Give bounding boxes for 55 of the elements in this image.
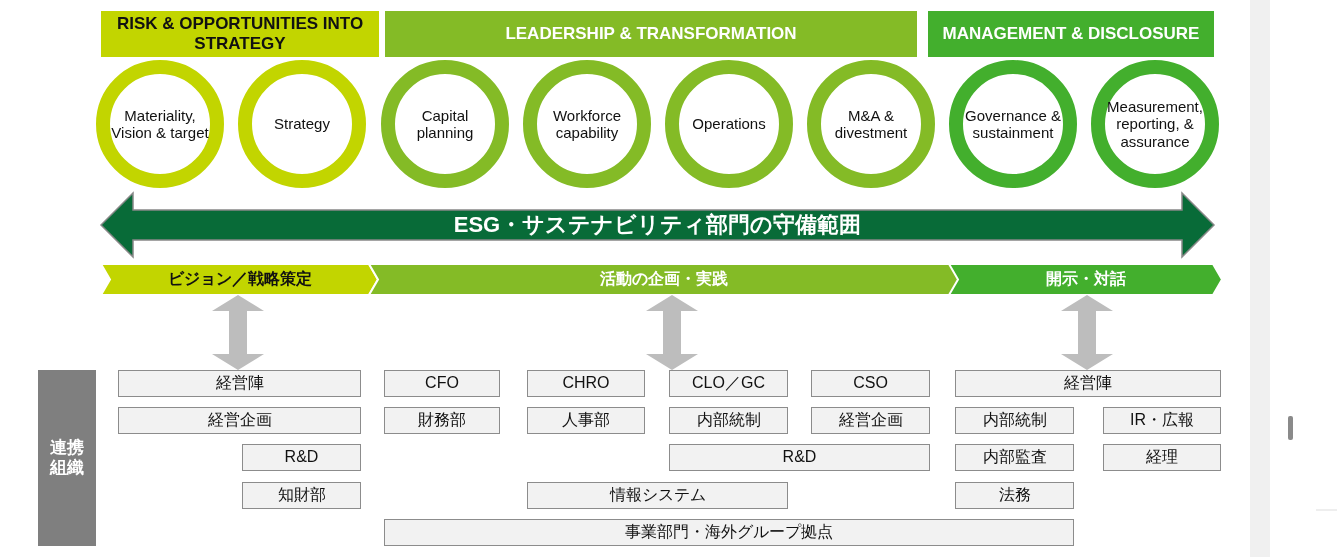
ring-circle bbox=[381, 60, 509, 188]
node-label: LEADERSHIP & TRANSFORMATION bbox=[505, 24, 797, 44]
node-label: Strategy bbox=[273, 115, 331, 133]
node-label: M&A & divestment bbox=[833, 106, 909, 142]
node-label: Operations bbox=[691, 115, 767, 133]
double-arrow bbox=[212, 295, 264, 370]
header-band bbox=[101, 11, 379, 57]
ring-circle bbox=[96, 60, 224, 188]
ring-circle bbox=[949, 60, 1077, 188]
department-box: CSO bbox=[811, 370, 930, 397]
department-box: IR・広報 bbox=[1103, 407, 1221, 434]
department-box: 経営陣 bbox=[118, 370, 361, 397]
chevron-band bbox=[369, 264, 959, 295]
ring-circle bbox=[665, 60, 793, 188]
node-label: MANAGEMENT & DISCLOSURE bbox=[942, 24, 1200, 44]
department-box: 内部統制 bbox=[955, 407, 1074, 434]
node-label: 活動の企画・実践 bbox=[600, 270, 728, 289]
department-box: 財務部 bbox=[384, 407, 500, 434]
department-box: 経営陣 bbox=[955, 370, 1221, 397]
department-box: 事業部門・海外グループ拠点 bbox=[384, 519, 1074, 546]
department-box: CHRO bbox=[527, 370, 645, 397]
department-box: 内部監査 bbox=[955, 444, 1074, 471]
department-box: 情報システム bbox=[527, 482, 788, 509]
department-box: R&D bbox=[669, 444, 930, 471]
chevron-band bbox=[949, 264, 1222, 295]
department-box: 人事部 bbox=[527, 407, 645, 434]
node-label: ビジョン／戦略策定 bbox=[167, 270, 312, 289]
chevron-band bbox=[101, 264, 378, 295]
ring-circle bbox=[523, 60, 651, 188]
double-arrow-banner bbox=[101, 193, 1214, 257]
department-box: 経営企画 bbox=[118, 407, 361, 434]
node-label: Governance & sustainment bbox=[964, 106, 1062, 142]
double-arrow bbox=[1061, 295, 1113, 370]
node-label: 開示・対話 bbox=[1045, 270, 1126, 289]
header-band bbox=[385, 11, 917, 57]
department-box: 内部統制 bbox=[669, 407, 788, 434]
ring-circle bbox=[807, 60, 935, 188]
node-label: ESG・サステナビリティ部門の守備範囲 bbox=[453, 212, 862, 238]
node-label: Capital planning bbox=[415, 106, 475, 142]
node-label: RISK & OPPORTUNITIES INTO STRATEGY bbox=[115, 14, 365, 54]
node-label: Measurement, reporting, & assurance bbox=[1106, 98, 1204, 150]
department-box: 法務 bbox=[955, 482, 1074, 509]
ring-circle bbox=[238, 60, 366, 188]
department-box: 知財部 bbox=[242, 482, 361, 509]
header-band bbox=[928, 11, 1214, 57]
side-label-bar: 連携組織 bbox=[38, 370, 96, 546]
department-box: 経理 bbox=[1103, 444, 1221, 471]
department-box: CFO bbox=[384, 370, 500, 397]
department-box: CLO／GC bbox=[669, 370, 788, 397]
ring-circle bbox=[1091, 60, 1219, 188]
department-box: R&D bbox=[242, 444, 361, 471]
department-box: 経営企画 bbox=[811, 407, 930, 434]
node-label: Workforce capability bbox=[551, 106, 623, 142]
node-label: Materiality, Vision & target bbox=[110, 106, 210, 142]
double-arrow bbox=[646, 295, 698, 370]
